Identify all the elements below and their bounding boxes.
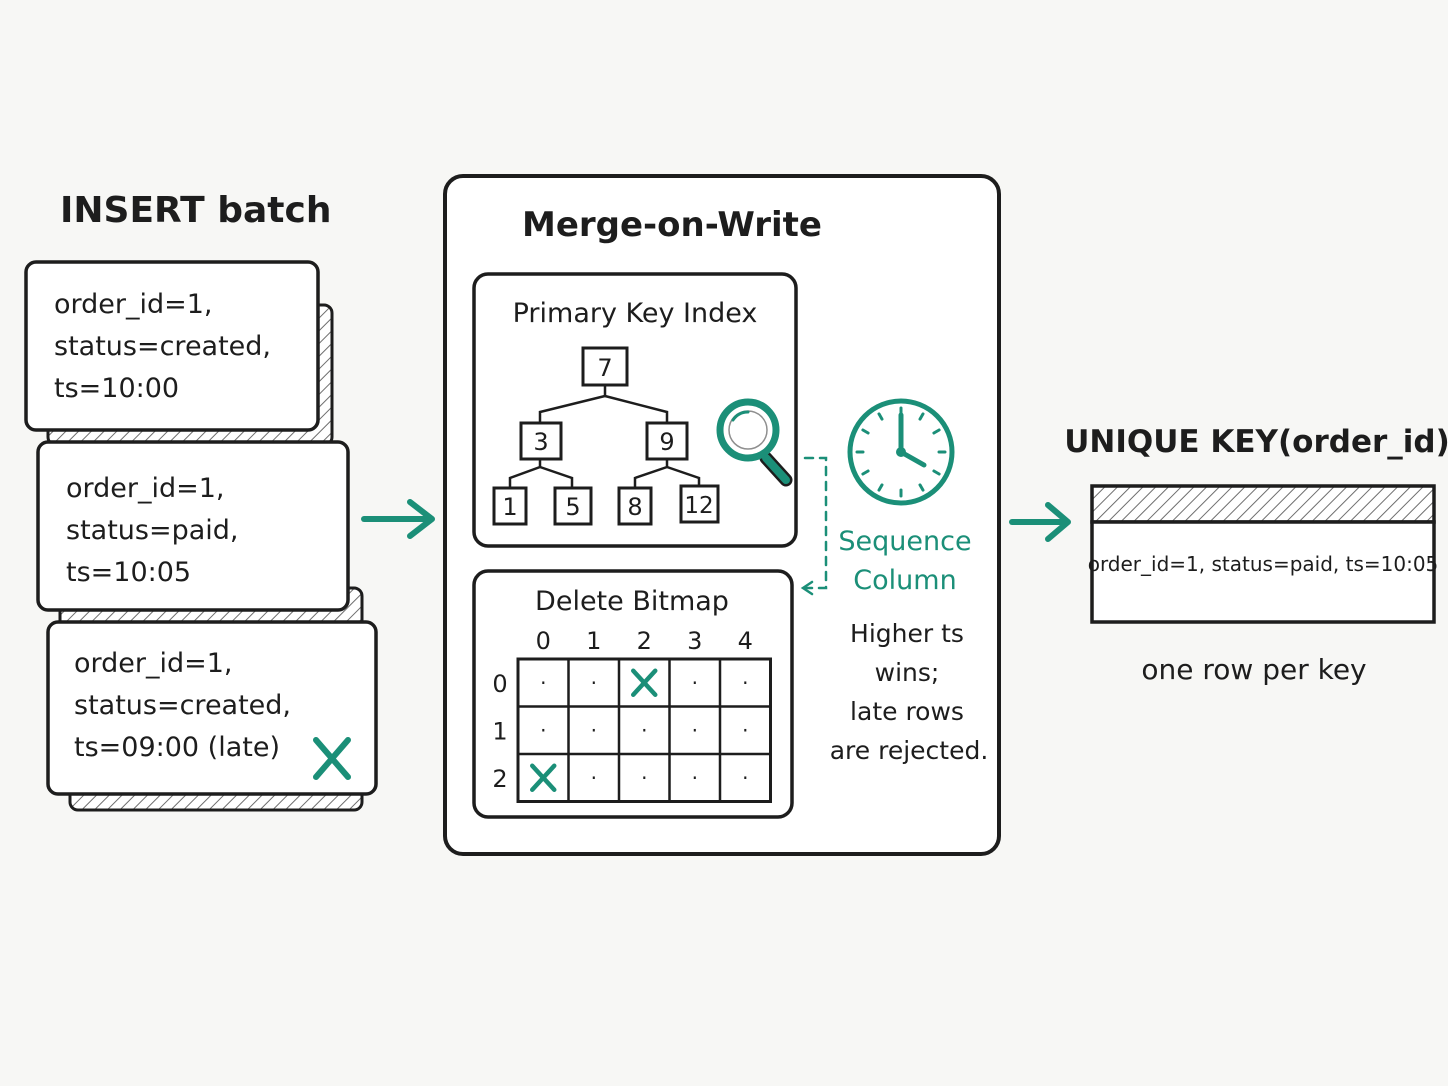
bitmap-deleted-mark bbox=[631, 668, 658, 697]
merge-on-write-panel: Merge-on-Write Primary Key Index 7 3 bbox=[443, 174, 1001, 856]
bitmap-cell: · bbox=[692, 671, 698, 695]
merge-panel-title: Merge-on-Write bbox=[522, 205, 822, 245]
clock-tick bbox=[932, 428, 941, 435]
primary-key-index: Primary Key Index 7 3 9 bbox=[472, 272, 798, 548]
x-mark-icon bbox=[313, 737, 351, 780]
arrow-right-icon bbox=[361, 499, 435, 539]
table-row: order_id=1, status=paid, ts=10:05 bbox=[1088, 552, 1439, 576]
bitmap-cell: · bbox=[692, 718, 698, 742]
insert-card-1: order_id=1, status=created, ts=10:00 bbox=[24, 260, 334, 447]
svg-text:8: 8 bbox=[627, 493, 642, 521]
bitmap-col-label: 0 bbox=[536, 627, 551, 655]
bitmap-cell: · bbox=[591, 718, 597, 742]
bitmap-cell: · bbox=[641, 718, 647, 742]
card-line: order_id=1, bbox=[54, 289, 213, 320]
table-header bbox=[1090, 484, 1436, 524]
bitmap-cell: · bbox=[692, 766, 698, 790]
tree-leaf: 5 bbox=[553, 486, 593, 526]
tree-edges bbox=[508, 385, 701, 488]
card-body bbox=[46, 620, 378, 796]
card-line: ts=10:00 bbox=[54, 373, 179, 404]
bitmap-row-label: 2 bbox=[492, 765, 507, 793]
card-line: ts=10:05 bbox=[66, 557, 191, 588]
card-line: order_id=1, bbox=[66, 473, 225, 504]
clock-tick bbox=[877, 483, 884, 492]
insert-card-3: order_id=1, status=created, ts=09:00 (la… bbox=[46, 620, 378, 812]
unique-key-table: UNIQUE KEY(order_id) order_id=1, status=… bbox=[1064, 424, 1448, 686]
bitmap-cell: · bbox=[591, 671, 597, 695]
svg-text:1: 1 bbox=[502, 493, 517, 521]
tree-leaf: 1 bbox=[492, 486, 528, 526]
bitmap-cell: · bbox=[540, 671, 546, 695]
sequence-label: Sequence bbox=[838, 526, 971, 557]
bitmap-cell: · bbox=[742, 671, 748, 695]
insert-batch-title: INSERT batch bbox=[60, 190, 331, 231]
card-line: ts=09:00 (late) bbox=[74, 732, 280, 763]
sequence-label: Column bbox=[853, 565, 956, 596]
sequence-note: Higher ts bbox=[850, 619, 964, 648]
bitmap-title: Delete Bitmap bbox=[535, 586, 729, 617]
card-body bbox=[24, 260, 320, 432]
bitmap-col-label: 2 bbox=[637, 627, 652, 655]
table-caption: one row per key bbox=[1141, 653, 1366, 686]
bitmap-cell: · bbox=[742, 766, 748, 790]
bitmap-row-label: 1 bbox=[492, 717, 507, 745]
insert-batch: INSERT batch order_id=1, status=created,… bbox=[24, 190, 378, 812]
card-line: order_id=1, bbox=[74, 648, 233, 679]
clock-icon bbox=[847, 398, 955, 506]
tree-node: 9 bbox=[645, 421, 689, 461]
pk-index-title: Primary Key Index bbox=[513, 298, 758, 329]
svg-text:5: 5 bbox=[565, 493, 580, 521]
sequence-note: are rejected. bbox=[830, 736, 989, 765]
insert-card-2: order_id=1, status=paid, ts=10:05 bbox=[36, 440, 364, 630]
sequence-column: Sequence Column Higher ts wins; late row… bbox=[830, 398, 989, 765]
clock-tick bbox=[918, 412, 925, 421]
tree-node-root: 7 bbox=[581, 346, 629, 387]
bitmap-row-label: 0 bbox=[492, 670, 507, 698]
dashed-connector bbox=[800, 456, 828, 596]
unique-key-title: UNIQUE KEY(order_id) bbox=[1064, 424, 1448, 460]
bitmap-cell: · bbox=[591, 766, 597, 790]
bitmap-col-label: 3 bbox=[687, 627, 702, 655]
bitmap-col-label: 1 bbox=[586, 627, 601, 655]
sequence-note: late rows bbox=[850, 697, 964, 726]
svg-text:7: 7 bbox=[597, 354, 612, 382]
delete-bitmap: Delete Bitmap 0 1 2 3 4 0 1 2 · · · · · · · · · · · · · bbox=[472, 569, 794, 819]
magnifier-icon bbox=[716, 398, 793, 487]
clock-tick bbox=[861, 428, 870, 435]
tree-leaf: 8 bbox=[617, 486, 653, 526]
tree-node: 3 bbox=[519, 421, 563, 461]
pk-index-frame bbox=[472, 272, 798, 548]
card-body bbox=[36, 440, 350, 612]
arrow-right-icon bbox=[1009, 502, 1071, 542]
bitmap-cell: · bbox=[641, 766, 647, 790]
table-body bbox=[1090, 520, 1436, 624]
clock-tick bbox=[861, 469, 870, 476]
bitmap-grid: 0 1 2 3 4 0 1 2 · · · · · · · · · · · · · bbox=[492, 627, 772, 803]
svg-text:12: 12 bbox=[684, 493, 713, 519]
clock-tick bbox=[932, 469, 941, 476]
tree-leaf: 12 bbox=[679, 484, 720, 524]
svg-text:9: 9 bbox=[659, 428, 674, 456]
sequence-note: wins; bbox=[875, 658, 940, 687]
svg-text:3: 3 bbox=[533, 428, 548, 456]
card-line: status=created, bbox=[54, 331, 271, 362]
clock-tick bbox=[877, 412, 884, 421]
bitmap-col-label: 4 bbox=[738, 627, 753, 655]
card-line: status=paid, bbox=[66, 515, 239, 546]
bitmap-cell: · bbox=[540, 718, 546, 742]
card-line: status=created, bbox=[74, 690, 291, 721]
clock-tick bbox=[918, 483, 925, 492]
bitmap-cell: · bbox=[742, 718, 748, 742]
bitmap-deleted-mark bbox=[530, 763, 557, 792]
